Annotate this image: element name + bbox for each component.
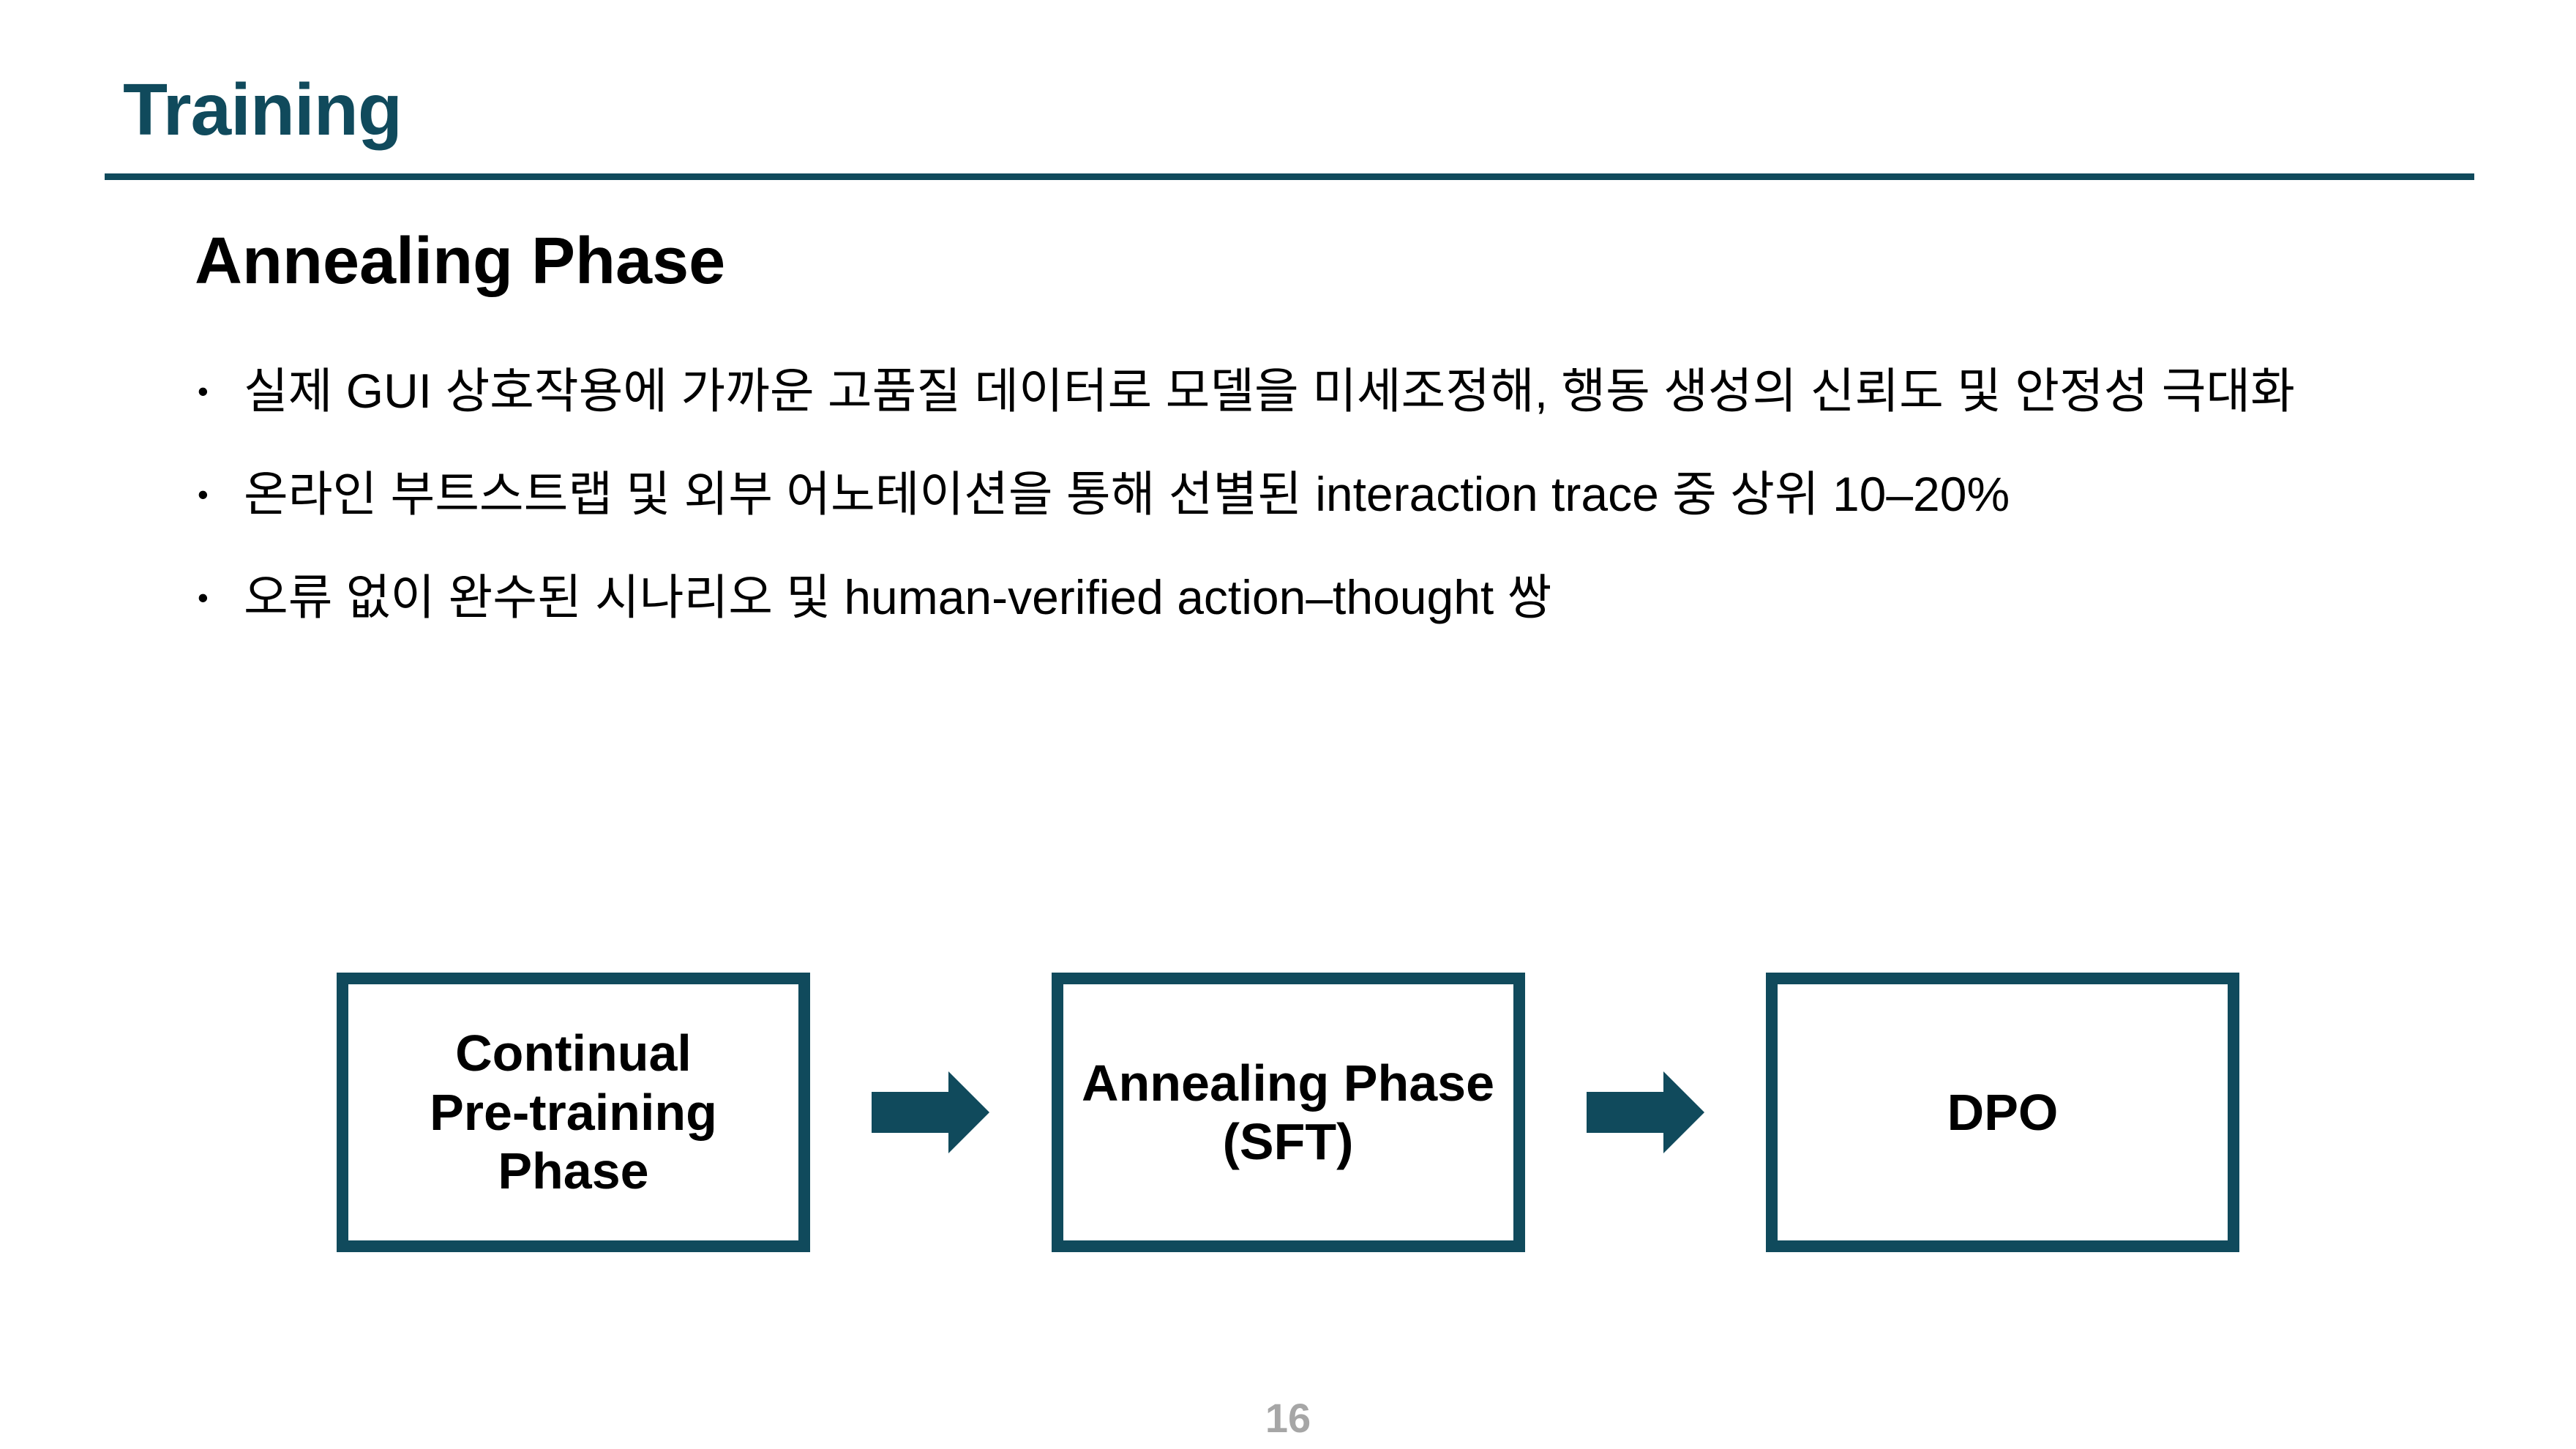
- bullet-list: • 실제 GUI 상호작용에 가까운 고품질 데이터로 모델을 미세조정해, 행…: [198, 362, 2393, 672]
- bullet-item: • 오류 없이 완수된 시나리오 및 human-verified action…: [198, 569, 2393, 626]
- bullet-marker: •: [198, 477, 209, 512]
- flow-box-label: Annealing Phase (SFT): [1081, 1054, 1495, 1171]
- right-arrow-icon: [1586, 1071, 1704, 1153]
- bullet-marker: •: [198, 374, 209, 408]
- slide-title: Training: [123, 69, 402, 151]
- page-number: 16: [1265, 1395, 1311, 1441]
- flow-box-dpo: DPO: [1766, 973, 2239, 1252]
- bullet-text: 온라인 부트스트랩 및 외부 어노테이션을 통해 선별된 interaction…: [244, 467, 2010, 521]
- flow-box-continual-pretraining: Continual Pre-training Phase: [337, 973, 810, 1252]
- bullet-item: • 온라인 부트스트랩 및 외부 어노테이션을 통해 선별된 interacti…: [198, 465, 2393, 523]
- flow-box-label: Continual Pre-training Phase: [430, 1025, 717, 1200]
- training-flow-diagram: Continual Pre-training Phase Annealing P…: [337, 973, 2239, 1252]
- right-arrow-icon: [872, 1071, 990, 1153]
- flow-box-annealing-sft: Annealing Phase (SFT): [1051, 973, 1525, 1252]
- bullet-text: 실제 GUI 상호작용에 가까운 고품질 데이터로 모델을 미세조정해, 행동 …: [244, 364, 2295, 418]
- bullet-item: • 실제 GUI 상호작용에 가까운 고품질 데이터로 모델을 미세조정해, 행…: [198, 362, 2393, 420]
- section-subtitle: Annealing Phase: [195, 225, 726, 298]
- flow-box-label: DPO: [1947, 1083, 2059, 1141]
- bullet-marker: •: [198, 580, 209, 615]
- bullet-text: 오류 없이 완수된 시나리오 및 human-verified action–t…: [244, 570, 1552, 624]
- title-underline-divider: [105, 173, 2474, 180]
